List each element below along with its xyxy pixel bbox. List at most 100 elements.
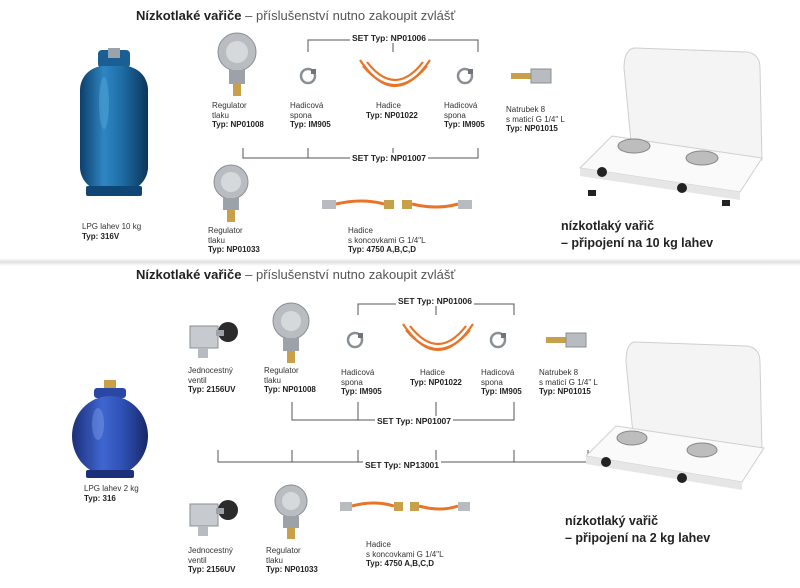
section2-clamp-right-name2: spona: [481, 377, 503, 387]
section2-nipple-name2: s maticí G 1/4" L: [539, 377, 598, 387]
section1-hose2-name: Hadice: [348, 226, 373, 235]
section2-set-bottom: SET Typ: NP13001: [363, 460, 442, 470]
section2-regulator2-type: Typ: NP01033: [266, 565, 318, 574]
section1-clamp-left-label: Hadicová spona Typ: IM905: [290, 101, 331, 130]
section2-clamp-left-type: Typ: IM905: [341, 387, 382, 396]
section2-nipple-name: Natrubek 8: [539, 368, 579, 377]
section2-bottle-label: LPG lahev 2 kg Typ: 316: [84, 484, 139, 503]
section1-bottle-type: Typ: 316V: [82, 231, 120, 241]
section2-header-desc: příslušenství nutno zakoupit zvlášť: [256, 267, 456, 282]
gas-hose-icon: [340, 501, 470, 511]
section1-clamp-right-label: Hadicová spona Typ: IM905: [444, 101, 485, 130]
gas-hose-icon: [359, 59, 431, 87]
section2-valve-name2: ventil: [188, 375, 207, 385]
gas-bottle-icon: [72, 380, 148, 478]
pressure-regulator-icon: [272, 302, 310, 363]
hose-clamp-icon: [489, 331, 507, 349]
section1-regulator2-type: Typ: NP01033: [208, 245, 260, 254]
section2-regulator-label: Regulator tlaku Typ: NP01008: [264, 366, 316, 395]
section1-hose2-type: Typ: 4750 A,B,C,D: [348, 245, 417, 254]
section2-regulator-name2: tlaku: [264, 375, 281, 385]
section2-hose-name: Hadice: [420, 368, 445, 377]
section1-hose2-name2: s koncovkami G 1/4"L: [348, 235, 426, 245]
gas-hose-icon: [322, 199, 472, 209]
section2-bottle-name: LPG lahev 2 kg: [84, 484, 139, 493]
section1-set-top: SET Typ: NP01006: [350, 33, 429, 43]
section1-nipple-label: Natrubek 8 s maticí G 1/4" L Typ: NP0101…: [506, 105, 565, 134]
one-way-valve-icon: [189, 322, 238, 358]
section2-valve2-label: Jednocestný ventil Typ: 2156UV: [188, 546, 235, 575]
section1-regulator-name: Regulator: [212, 101, 247, 110]
section2-hose2-label: Hadice s koncovkami G 1/4"L Typ: 4750 A,…: [366, 540, 444, 569]
hose-clamp-icon: [456, 67, 474, 85]
section1-regulator2-label: Regulator tlaku Typ: NP01033: [208, 226, 260, 255]
section2-bottle-type: Typ: 316: [84, 493, 116, 503]
section2-valve-name: Jednocestný: [188, 366, 233, 375]
section1-clamp-left-name: Hadicová: [290, 101, 324, 110]
section1-hose-type: Typ: NP01022: [366, 110, 418, 120]
section2-header-sep: –: [245, 267, 253, 282]
section2-stove-caption2: – připojení na 2 kg lahev: [565, 531, 711, 545]
gas-bottle-icon: [80, 48, 148, 196]
section1-header: Nízkotlaké vařiče – příslušenství nutno …: [136, 8, 455, 23]
section2-header: Nízkotlaké vařiče – příslušenství nutno …: [136, 267, 455, 282]
pressure-regulator-icon: [274, 484, 308, 539]
pressure-regulator-icon: [217, 32, 257, 96]
section1-bottle-name: LPG lahev 10 kg: [82, 222, 142, 231]
section2-hose2-name: Hadice: [366, 540, 391, 549]
gas-stove-icon: [578, 47, 763, 206]
section1-clamp-right-name2: spona: [444, 110, 466, 120]
section2-regulator2-name2: tlaku: [266, 555, 283, 565]
section2-regulator2-label: Regulator tlaku Typ: NP01033: [266, 546, 318, 575]
hose-clamp-icon: [346, 331, 364, 349]
section2-hose-label: Hadice Typ: NP01022: [410, 368, 462, 387]
section2-valve-label: Jednocestný ventil Typ: 2156UV: [188, 366, 235, 395]
section2-regulator-type: Typ: NP01008: [264, 385, 316, 394]
section2-stove-caption: nízkotlaký vařič – připojení na 2 kg lah…: [565, 513, 710, 547]
section1-stove-caption: nízkotlaký vařič – připojení na 10 kg la…: [561, 218, 713, 252]
section1-stove-caption2: – připojení na 10 kg lahev: [561, 236, 714, 250]
section2-regulator2-name: Regulator: [266, 546, 301, 555]
section2-valve2-name2: ventil: [188, 555, 207, 565]
gas-hose-icon: [402, 323, 474, 351]
section2-header-title: Nízkotlaké vařiče: [136, 267, 242, 282]
section2-hose-type: Typ: NP01022: [410, 377, 462, 387]
section1-stove-caption1: nízkotlaký vařič: [561, 219, 655, 233]
section2-clamp-left-name: Hadicová: [341, 368, 375, 377]
section1-hose-name: Hadice: [376, 101, 401, 110]
section1-nipple-name: Natrubek 8: [506, 105, 546, 114]
section1-clamp-left-type: Typ: IM905: [290, 120, 331, 129]
section1-nipple-type: Typ: NP01015: [506, 124, 558, 133]
section1-header-sep: –: [245, 8, 253, 23]
section1-clamp-left-name2: spona: [290, 110, 312, 120]
hose-nipple-icon: [546, 332, 587, 348]
section2-hose2-name2: s koncovkami G 1/4"L: [366, 549, 444, 559]
section1-set-mid: SET Typ: NP01007: [350, 153, 429, 163]
section2-clamp-right-label: Hadicová spona Typ: IM905: [481, 368, 522, 397]
section2-clamp-left-label: Hadicová spona Typ: IM905: [341, 368, 382, 397]
one-way-valve-icon: [189, 500, 238, 536]
section2-hose2-type: Typ: 4750 A,B,C,D: [366, 559, 435, 568]
section2-clamp-right-type: Typ: IM905: [481, 387, 522, 396]
section1-regulator-label: Regulator tlaku Typ: NP01008: [212, 101, 264, 130]
section-divider: [0, 258, 800, 266]
section1-hose2-label: Hadice s koncovkami G 1/4"L Typ: 4750 A,…: [348, 226, 426, 255]
section1-header-title: Nízkotlaké vařiče: [136, 8, 242, 23]
section2-set-mid: SET Typ: NP01007: [375, 416, 454, 426]
section2-regulator-name: Regulator: [264, 366, 299, 375]
section1-regulator-type: Typ: NP01008: [212, 120, 264, 129]
section1-clamp-right-name: Hadicová: [444, 101, 478, 110]
section1-regulator2-name: Regulator: [208, 226, 243, 235]
section1-regulator-name2: tlaku: [212, 110, 229, 120]
hose-nipple-icon: [511, 68, 552, 84]
section2-nipple-type: Typ: NP01015: [539, 387, 591, 396]
section2-clamp-right-name: Hadicová: [481, 368, 515, 377]
section1-bottle-label: LPG lahev 10 kg Typ: 316V: [82, 222, 141, 241]
gas-stove-icon: [584, 341, 765, 490]
section2-clamp-left-name2: spona: [341, 377, 363, 387]
section1-regulator2-name2: tlaku: [208, 235, 225, 245]
section1-nipple-name2: s maticí G 1/4" L: [506, 114, 565, 124]
section2-set-top: SET Typ: NP01006: [396, 296, 475, 306]
section2-valve-type: Typ: 2156UV: [188, 385, 236, 394]
hose-clamp-icon: [299, 67, 317, 85]
